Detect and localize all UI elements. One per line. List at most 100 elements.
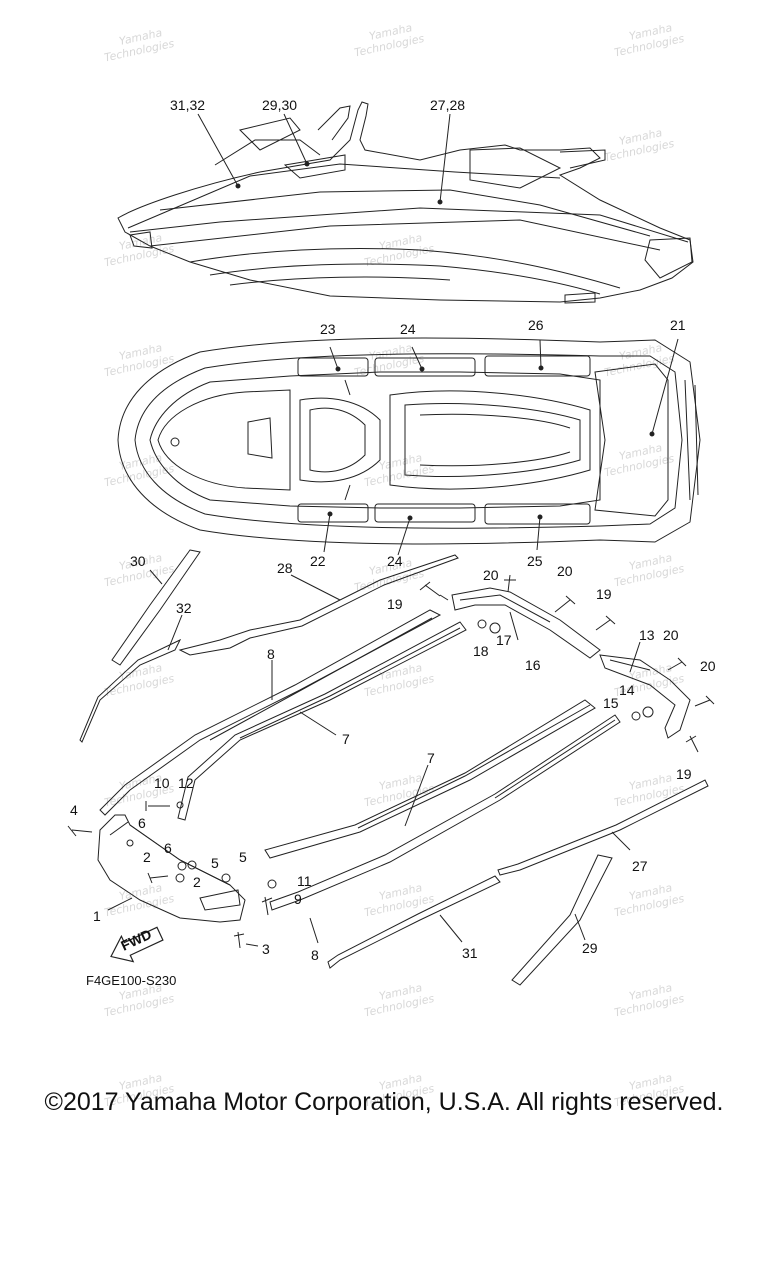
leader-line [509,611,519,641]
leader-line [197,113,239,187]
mat-21-shape [594,363,669,517]
leader-line [329,346,339,370]
rail-7-lower-shape [264,699,596,859]
leader-line [539,339,542,369]
callout-15: 15 [603,695,619,711]
callout-20-c: 20 [663,627,679,643]
mat-24-bottom-shape [374,503,476,523]
callout-20-d: 20 [700,658,716,674]
decal-32-shape [79,638,182,743]
callout-20-b: 20 [557,563,573,579]
leader-line [290,574,341,601]
callout-27: 27 [632,858,648,874]
callout-7-lower: 7 [427,750,435,766]
callout-22: 22 [310,553,326,569]
strip-28-shape [178,554,459,656]
strip-31-shape [327,875,501,969]
callout-5-b: 5 [239,849,247,865]
callout-19-b: 19 [596,586,612,602]
callout-1: 1 [93,908,101,924]
callout-3: 3 [262,941,270,957]
exploded-parts [67,549,715,986]
leader-line [107,897,133,911]
callout-16: 16 [525,657,541,673]
rail-7-upper-shape [177,621,467,821]
leader-dot [437,199,443,205]
craft-top-view [117,337,701,556]
callout-31: 31 [462,945,478,961]
leader-line [536,516,541,551]
callout-24-top: 24 [400,321,416,337]
callout-4: 4 [70,802,78,818]
callout-32: 32 [176,600,192,616]
callout-17: 17 [496,632,512,648]
rail-8-lower-shape [269,714,621,911]
callout-23: 23 [320,321,336,337]
mat-24-top-shape [374,357,476,377]
decal-29-shape [511,854,613,986]
callout-8-upper: 8 [267,646,275,662]
leader-line [651,338,679,435]
callout-30: 30 [130,553,146,569]
craft-side-view [117,101,694,304]
leader-line [629,641,641,673]
callout-11: 11 [297,873,312,889]
callout-19-a: 19 [387,596,403,612]
leader-line [439,113,451,203]
leader-dot [235,183,241,189]
leader-line [245,943,259,947]
callout-12: 12 [178,775,194,791]
leader-line [439,594,449,601]
bumper-1-shape [97,814,246,923]
callout-18: 18 [473,643,489,659]
callout-21: 21 [670,317,686,333]
callout-2-a: 2 [143,849,151,865]
callout-24-bottom: 24 [387,553,403,569]
leader-line [411,346,423,370]
fwd-arrow [110,926,164,963]
callout-13: 13 [639,627,655,643]
callout-2-b: 2 [193,874,201,890]
mat-22-shape [297,503,369,523]
leader-line [167,614,183,651]
leader-dot [304,161,310,167]
leader-line [611,831,631,851]
callout-10: 10 [154,775,170,791]
callout-27-28: 27,28 [430,97,465,113]
callout-28: 28 [277,560,293,576]
callout-14: 14 [619,682,635,698]
callout-6-b: 6 [164,840,172,856]
copyright-notice: ©2017 Yamaha Motor Corporation, U.S.A. A… [44,1088,724,1116]
leader-line [574,913,586,941]
leader-line [283,113,308,165]
leader-line [309,917,319,944]
callout-7-upper: 7 [342,731,350,747]
strip-27-shape [497,779,709,876]
callout-25: 25 [527,553,543,569]
mat-25-shape [484,503,591,525]
mat-26-shape [484,355,591,377]
leader-line [397,517,411,556]
bracket-16-shape [451,587,601,659]
leader-line [404,764,429,827]
mat-23-shape [297,357,369,377]
decal-30-shape [111,549,201,666]
callout-20-a: 20 [483,567,499,583]
leader-line [299,711,337,736]
